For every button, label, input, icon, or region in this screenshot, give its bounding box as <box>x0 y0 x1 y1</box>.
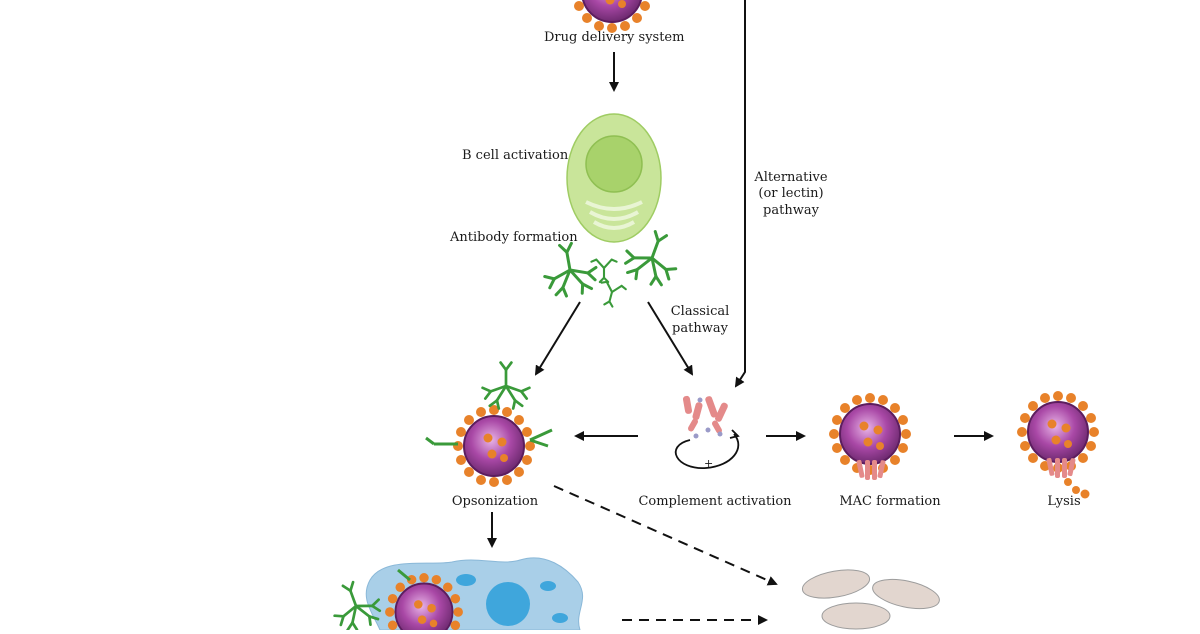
debris-icon <box>801 569 940 630</box>
opsonized-particle <box>425 361 553 488</box>
label-complement-activation: Complement activation <box>638 494 792 509</box>
mac-particle <box>828 392 912 480</box>
label-drug-delivery: Drug delivery system <box>544 30 685 45</box>
dashed-arrow-opsonization-to-debris <box>553 485 778 586</box>
label-b-cell-activation: B cell activation <box>462 148 569 163</box>
arrow-alternative-pathway <box>734 0 746 388</box>
macrophage-icon <box>324 557 584 634</box>
label-alternative-3: pathway <box>763 203 819 218</box>
label-antibody-formation: Antibody formation <box>450 230 578 245</box>
label-mac-formation: MAC formation <box>839 494 941 509</box>
label-lysis: Lysis <box>1047 494 1081 509</box>
complement-proteins-icon <box>674 395 740 469</box>
label-classical-1: Classical <box>670 304 730 319</box>
lysis-particle <box>1016 390 1100 499</box>
label-classical-2: pathway <box>672 321 728 336</box>
drug-delivery-particle <box>570 0 654 34</box>
arrow-classical-pathway <box>647 301 694 376</box>
arrow-antibody-to-opsonization <box>534 301 581 376</box>
label-alternative-2: (or lectin) <box>758 186 824 201</box>
label-plus: + <box>704 457 714 470</box>
label-opsonization: Opsonization <box>451 494 539 509</box>
label-alternative-1: Alternative <box>754 170 828 185</box>
b-cell-icon <box>566 113 662 243</box>
